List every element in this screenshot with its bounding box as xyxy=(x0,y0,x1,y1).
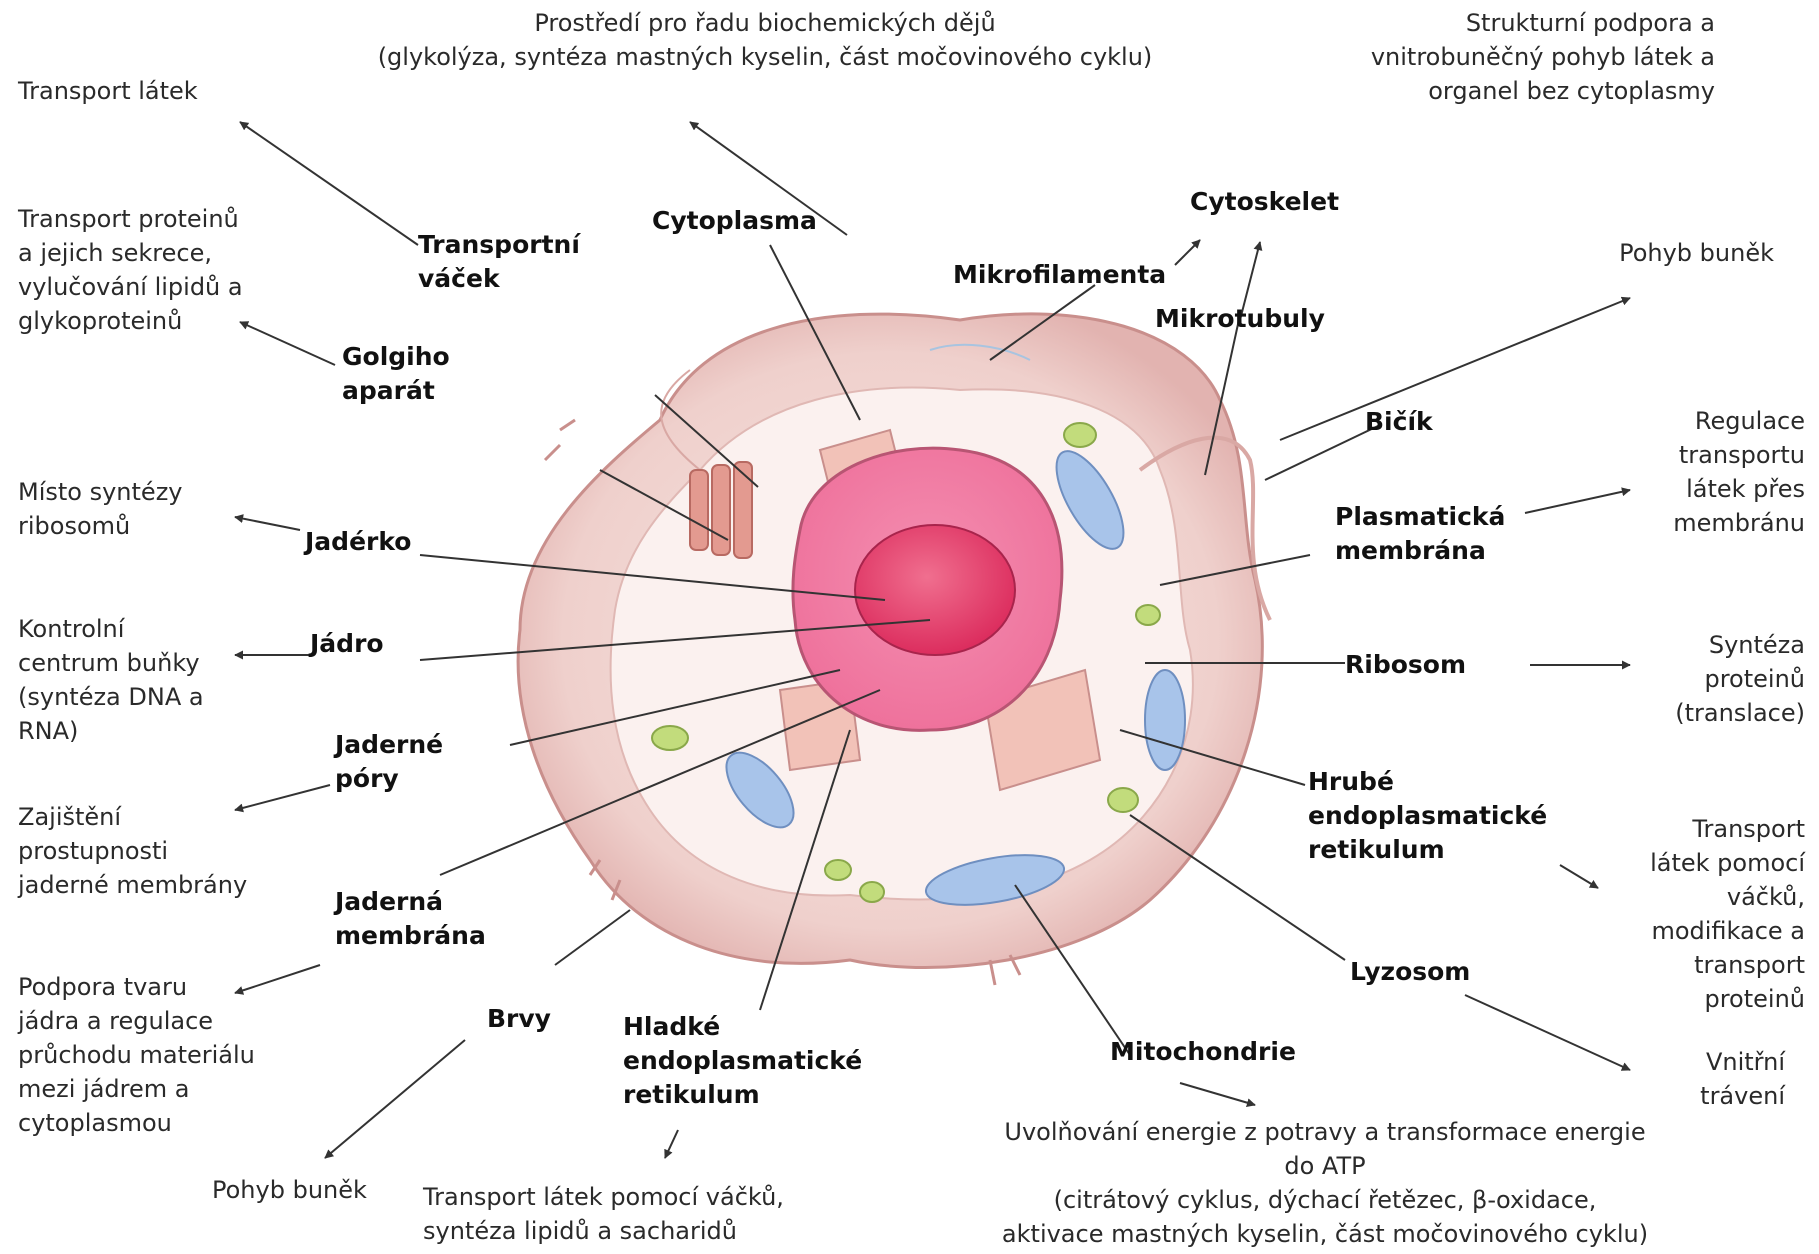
desc-mitochondrie: Uvolňování energie z potravy a transform… xyxy=(900,1115,1750,1251)
label-plasmaticka-membrana: Plasmatická membrána xyxy=(1335,500,1505,568)
desc-jaderko: Místo syntézy ribosomů xyxy=(18,475,183,543)
desc-ribosom: Syntéza proteinů (translace) xyxy=(1610,628,1805,730)
label-brvy: Brvy xyxy=(487,1002,551,1036)
nucleolus-shape xyxy=(855,525,1015,655)
label-bicik: Bičík xyxy=(1365,405,1433,439)
desc-jadro: Kontrolní centrum buňky (syntéza DNA a R… xyxy=(18,612,204,748)
label-golgiho-aparat: Golgiho aparát xyxy=(342,340,450,408)
label-ribosom: Ribosom xyxy=(1345,648,1466,682)
desc-hladke-er: Transport látek pomocí váčků, syntéza li… xyxy=(423,1180,784,1248)
label-hladke-er: Hladké endoplasmatické retikulum xyxy=(623,1010,862,1112)
desc-bicik: Pohyb buněk xyxy=(1520,236,1774,270)
label-jadro: Jádro xyxy=(310,627,384,661)
desc-lyzosom: Vnitřní trávení xyxy=(1610,1045,1785,1113)
desc-jaderna-membrana: Podpora tvaru jádra a regulace průchodu … xyxy=(18,970,255,1140)
desc-brvy: Pohyb buněk xyxy=(212,1173,367,1207)
nucleus-shape xyxy=(793,448,1062,730)
desc-transportni-vacek: Transport látek xyxy=(18,74,198,108)
desc-hrube-er: Transport látek pomocí váčků, modifikace… xyxy=(1580,812,1805,1016)
label-hrube-er: Hrubé endoplasmatické retikulum xyxy=(1308,765,1547,867)
desc-golgiho-aparat: Transport proteinů a jejich sekrece, vyl… xyxy=(18,202,243,338)
desc-cytoplasma: Prostředí pro řadu biochemických dějů (g… xyxy=(330,6,1200,74)
label-cytoplasma: Cytoplasma xyxy=(652,204,817,238)
desc-jaderne-pory: Zajištění prostupnosti jaderné membrány xyxy=(18,800,247,902)
label-jaderko: Jadérko xyxy=(305,525,411,559)
label-mikrotubuly: Mikrotubuly xyxy=(1155,302,1325,336)
golgi-shape xyxy=(690,462,752,558)
label-lyzosom: Lyzosom xyxy=(1350,955,1470,989)
label-cytoskelet: Cytoskelet xyxy=(1190,185,1339,219)
desc-plasmaticka-membrana: Regulace transportu látek přes membránu xyxy=(1610,404,1805,540)
label-transportni-vacek: Transportní váček xyxy=(418,228,580,296)
label-jaderna-membrana: Jaderná membrána xyxy=(335,885,486,953)
label-mikrofilamenta: Mikrofilamenta xyxy=(953,258,1166,292)
desc-cytoskelet: Strukturní podpora a vnitrobuněčný pohyb… xyxy=(1240,6,1715,108)
label-mitochondrie: Mitochondrie xyxy=(1110,1035,1296,1069)
label-jaderne-pory: Jaderné póry xyxy=(335,728,443,796)
